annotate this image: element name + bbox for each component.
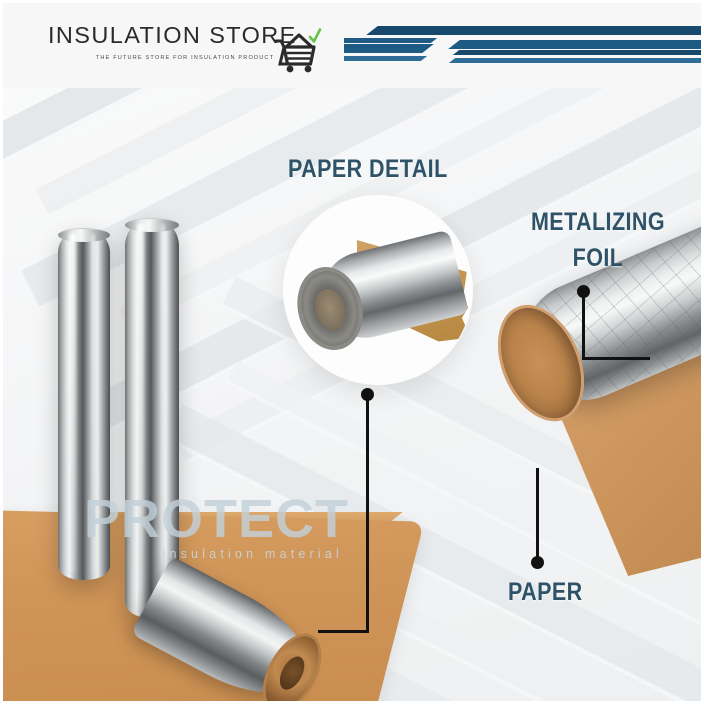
label-paper: PAPER	[508, 578, 583, 606]
leader-dot-paper-detail	[361, 388, 374, 401]
leader-dot-metalizing-foil	[577, 285, 590, 298]
leader-segment-vertical	[582, 293, 585, 360]
tube-highlight	[69, 234, 76, 572]
label-metalizing-foil-line2: FOIL	[572, 244, 624, 272]
tube-highlight-secondary	[91, 234, 95, 572]
label-metalizing-foil-line1: METALIZING	[530, 208, 666, 236]
shopping-cart-house-icon[interactable]	[274, 24, 322, 74]
leader-segment-vertical	[366, 396, 369, 632]
label-paper-detail: PAPER DETAIL	[288, 155, 448, 183]
store-logo-tagline: THE FUTURE STORE FOR INSULATION PRODUCT	[95, 55, 275, 61]
tube-highlight	[137, 224, 144, 610]
tube-highlight-secondary	[161, 224, 165, 610]
paper-detail-inset-circle	[284, 196, 472, 384]
header-stripe-decoration	[344, 0, 704, 88]
store-logo[interactable]: INSULATION STORE THE FUTURE STORE FOR IN…	[48, 22, 318, 61]
leader-segment-horizontal	[318, 630, 369, 633]
store-header: INSULATION STORE THE FUTURE STORE FOR IN…	[0, 0, 704, 88]
foil-insulation-tube-left	[58, 228, 110, 580]
leader-dot-paper	[531, 556, 544, 569]
green-check-icon	[308, 28, 322, 43]
leader-segment-vertical	[536, 468, 539, 560]
foil-insulation-tube-right	[125, 218, 179, 618]
leader-segment-horizontal	[582, 357, 650, 360]
label-metalizing-foil: METALIZING FOIL	[531, 204, 665, 276]
store-logo-title: INSULATION STORE	[48, 22, 297, 48]
